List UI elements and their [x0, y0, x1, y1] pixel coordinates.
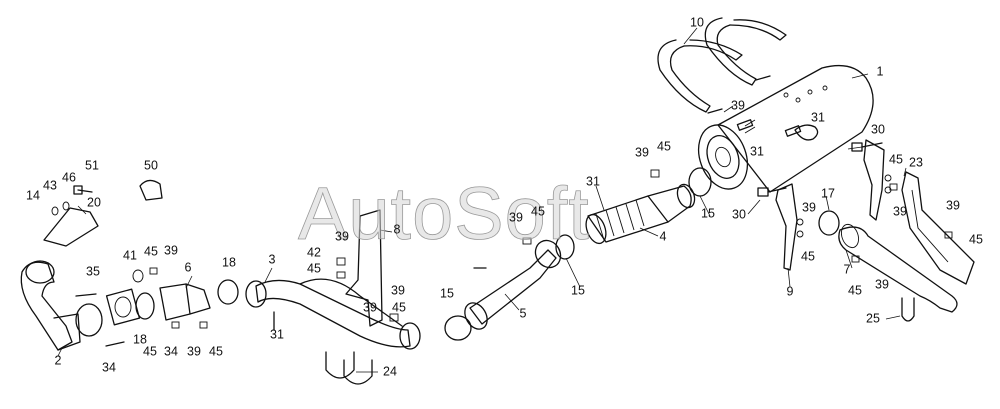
callout-31: 31 — [811, 110, 825, 125]
callout-45: 45 — [143, 344, 157, 359]
callout-45: 45 — [144, 244, 158, 259]
callout-25: 25 — [866, 311, 880, 326]
elbow-pipe-part-2 — [20, 260, 81, 351]
callout-14: 14 — [26, 188, 40, 203]
bracket-upper-right — [863, 139, 892, 221]
pipe-part-3 — [245, 278, 421, 350]
callout-39: 39 — [946, 198, 960, 213]
callout-45: 45 — [848, 283, 862, 298]
callout-35: 35 — [86, 264, 100, 279]
callout-39: 39 — [731, 98, 745, 113]
callout-9: 9 — [786, 284, 794, 299]
pipe-part-5 — [444, 234, 575, 341]
callout-39: 39 — [363, 300, 377, 315]
callout-34: 34 — [102, 360, 116, 375]
callout-10: 10 — [690, 15, 704, 30]
callout-51: 51 — [85, 158, 99, 173]
callout-34: 34 — [164, 344, 178, 359]
callout-45: 45 — [657, 139, 671, 154]
callout-39: 39 — [875, 277, 889, 292]
callout-30: 30 — [732, 207, 746, 222]
bracket-part-9 — [775, 183, 804, 271]
callout-39: 39 — [187, 344, 201, 359]
gasket-15-lower — [444, 315, 472, 341]
callout-45: 45 — [889, 152, 903, 167]
callout-31: 31 — [586, 174, 600, 189]
callout-39: 39 — [635, 145, 649, 160]
callout-4: 4 — [659, 229, 667, 244]
bracket-part-20 — [43, 207, 99, 247]
flex-pipe-part-4 — [585, 167, 712, 245]
callout-39: 39 — [509, 210, 523, 225]
callout-24: 24 — [383, 364, 397, 379]
callout-50: 50 — [144, 158, 158, 173]
callout-30: 30 — [871, 122, 885, 137]
callout-1: 1 — [876, 64, 884, 79]
muffler-part-1 — [697, 64, 874, 193]
callout-45: 45 — [209, 344, 223, 359]
callout-15: 15 — [701, 206, 715, 221]
callout-18: 18 — [133, 332, 147, 347]
callout-6: 6 — [184, 260, 192, 275]
leader-lines — [57, 27, 907, 373]
callout-42: 42 — [307, 245, 321, 260]
callout-8: 8 — [393, 222, 401, 237]
callout-23: 23 — [909, 155, 923, 170]
bracket-part-8 — [345, 209, 383, 327]
watermark-text: AutoSoft — [298, 172, 590, 255]
callout-15: 15 — [571, 283, 585, 298]
gasket-18-left — [75, 303, 103, 337]
bracket-part-23 — [901, 171, 975, 285]
callout-15: 15 — [440, 286, 454, 301]
clamp-part-50 — [139, 179, 163, 201]
callout-39: 39 — [335, 229, 349, 244]
gasket-15-upper — [688, 167, 712, 197]
callout-39: 39 — [164, 243, 178, 258]
callout-5: 5 — [519, 306, 527, 321]
callout-39: 39 — [391, 283, 405, 298]
small-fasteners — [51, 169, 953, 347]
callout-31: 31 — [270, 327, 284, 342]
callout-20: 20 — [87, 195, 101, 210]
callout-39: 39 — [893, 204, 907, 219]
strap-part-10 — [657, 17, 787, 113]
callout-45: 45 — [531, 204, 545, 219]
gasket-18-right — [217, 279, 239, 305]
gasket-18-mid — [135, 292, 155, 320]
callout-45: 45 — [801, 249, 815, 264]
muffler-fasteners — [707, 75, 883, 197]
flange-group-6 — [75, 269, 239, 337]
callout-7: 7 — [843, 262, 851, 277]
pipe-part-7 — [838, 223, 958, 313]
callout-39: 39 — [802, 200, 816, 215]
callout-31: 31 — [750, 144, 764, 159]
gasket-part-17 — [818, 210, 840, 236]
callout-45: 45 — [969, 232, 983, 247]
callout-45: 45 — [307, 261, 321, 276]
ubolt-part-24 — [325, 351, 373, 385]
callout-3: 3 — [268, 252, 276, 267]
callout-18: 18 — [222, 255, 236, 270]
callout-46: 46 — [62, 170, 76, 185]
callout-2: 2 — [54, 353, 62, 368]
gasket-15-mid — [555, 234, 575, 260]
ubolt-part-25 — [901, 297, 915, 322]
callout-41: 41 — [123, 248, 137, 263]
callout-17: 17 — [821, 186, 835, 201]
callout-45: 45 — [392, 300, 406, 315]
callout-43: 43 — [43, 178, 57, 193]
